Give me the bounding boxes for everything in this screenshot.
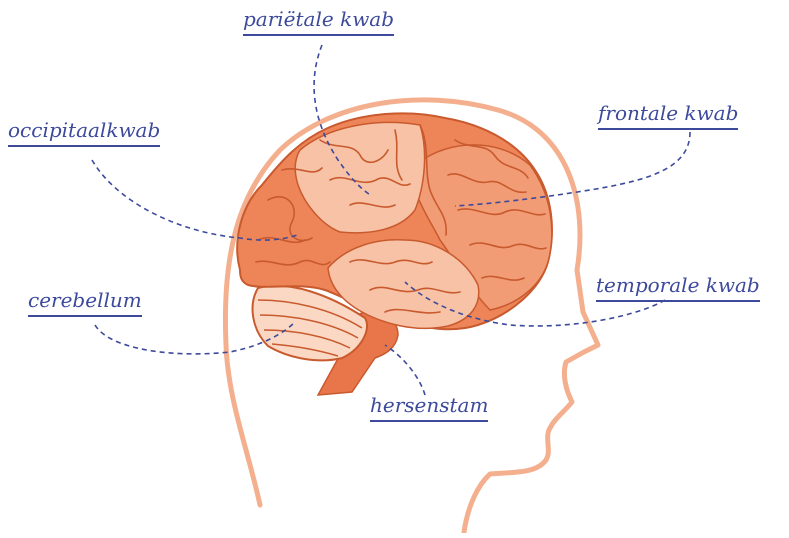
label-cerebellum: cerebellum — [28, 289, 142, 317]
label-temporal: temporale kwab — [596, 274, 760, 302]
label-parietal: pariëtale kwab — [243, 8, 394, 36]
label-frontal: frontale kwab — [598, 102, 738, 130]
label-occipital: occipitaalkwab — [8, 119, 160, 147]
leader-brainstem — [385, 345, 425, 395]
label-brainstem: hersenstam — [370, 394, 488, 422]
